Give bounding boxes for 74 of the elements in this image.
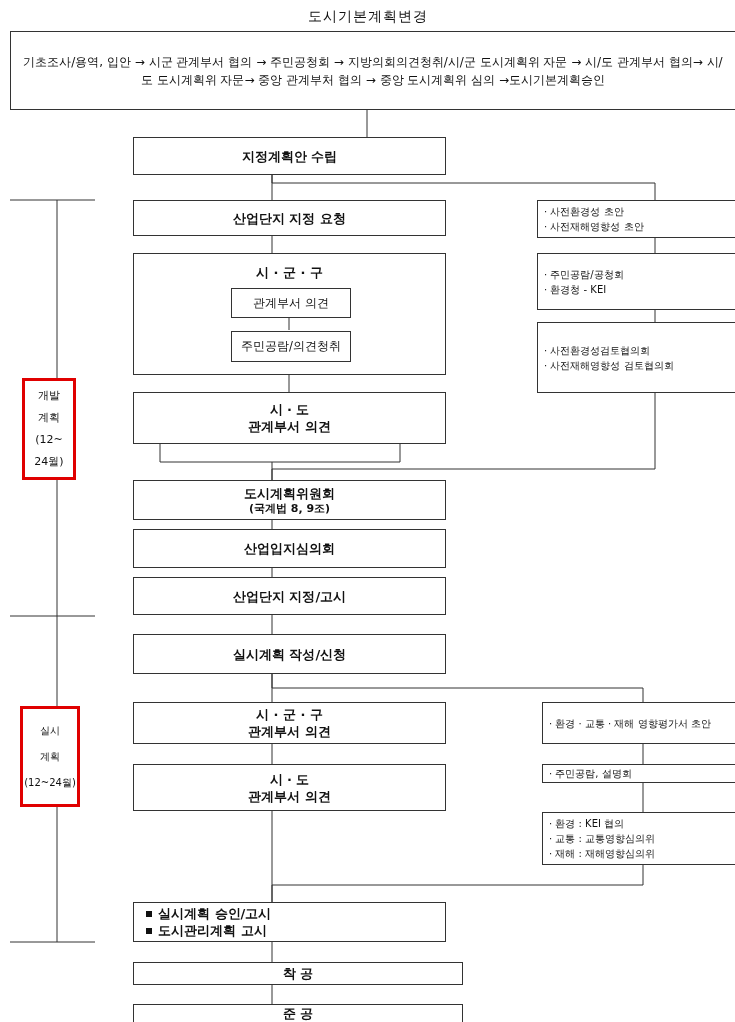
note-text: · 환경청 - KEI <box>544 282 607 297</box>
box-title: 산업입지심의회 <box>244 540 335 557</box>
box-title: 착 공 <box>282 965 314 982</box>
process-box <box>133 200 446 236</box>
connector-line <box>288 374 290 393</box>
bullet-text: 실시계획 승인/고시 <box>158 905 272 922</box>
box-title: 관계부서 의견 <box>253 294 329 312</box>
box-title: 주민공람/의견청취 <box>241 338 341 355</box>
process-box <box>10 31 735 110</box>
process-box <box>133 1004 463 1022</box>
connector-line <box>271 984 273 1005</box>
sub-process-box <box>231 288 351 318</box>
note-box <box>537 253 735 310</box>
period-box <box>22 378 76 480</box>
connector-line <box>271 614 273 635</box>
process-box <box>133 764 446 811</box>
note-text: · 환경 · 교통 · 재해 영향평가서 초안 <box>549 716 711 731</box>
connector-line <box>654 309 656 323</box>
box-title: 도시계획위원회 <box>244 485 335 502</box>
box-title: 준 공 <box>282 1006 314 1021</box>
note-box <box>542 702 735 744</box>
note-text: · 환경 : KEI 협의 <box>549 817 625 831</box>
note-text: · 주민공람, 설명회 <box>549 767 632 781</box>
box-title: 산업단지 지정 요청 <box>232 209 347 227</box>
box-title: 지정계획안 수립 <box>241 147 338 165</box>
bullet-text: 도시관리계획 고시 <box>158 922 267 939</box>
period-text: 개발 계획 (12~24월) <box>34 388 64 470</box>
connector-line <box>642 782 644 813</box>
note-text: · 사전재해영향성 초안 <box>544 220 644 234</box>
group-heading: 시 · 군 · 구 <box>255 264 324 281</box>
process-box <box>133 577 446 615</box>
connector-line <box>271 519 273 530</box>
connector-line <box>654 237 656 254</box>
box-title: 시 · 도 관계부서 의견 <box>247 770 332 805</box>
process-box <box>133 137 446 175</box>
connector-line <box>288 316 290 331</box>
box-title: 산업단지 지정/고시 <box>232 587 347 605</box>
note-box <box>537 200 735 238</box>
connector-line <box>271 673 644 703</box>
note-text: · 사전환경성 초안 <box>544 205 624 219</box>
diagram-title: 도시기본계획변경 <box>306 8 429 26</box>
note-text: · 재해 : 재해영향심의위 <box>549 847 656 861</box>
connector-line <box>271 392 656 481</box>
connector-line <box>366 109 368 138</box>
process-box <box>133 902 446 942</box>
connector-line <box>271 174 656 201</box>
connector-line <box>271 941 273 963</box>
note-text: · 사전환경성검토협의회 <box>544 343 651 358</box>
period-text: 실시 계획 (12~24월) <box>23 723 77 790</box>
connector-line <box>271 567 273 578</box>
box-title: 시 · 도 관계부서 의견 <box>247 401 332 435</box>
connector-line <box>271 864 644 903</box>
connector-line <box>642 743 644 765</box>
connector-line <box>271 743 273 765</box>
note-box <box>537 322 735 393</box>
note-text: · 주민공람/공청회 <box>544 267 624 282</box>
process-text: 기초조사/용역, 입안 → 시군 관계부서 협의 → 주민공청회 → 지방의회의견청취/시/군 도시계획위 자문 → 시/도 관계부서 협의→ 시/도 도시계획위 자문→ 중앙 관계부처 협의 → 중앙 도시계획위 심의 →도시기본계획승인 <box>23 53 723 89</box>
group-box <box>133 253 446 375</box>
box-title: 시 · 군 · 구 관계부서 의견 <box>247 706 332 740</box>
period-box <box>20 706 80 807</box>
box-subtitle: (국계법 8, 9조) <box>248 502 331 515</box>
process-box <box>133 634 446 674</box>
process-box <box>133 392 446 444</box>
box-title: 실시계획 작성/신청 <box>232 645 347 663</box>
sub-process-box <box>231 331 351 362</box>
process-box <box>133 702 446 744</box>
process-box <box>133 480 446 520</box>
note-text: · 교통 : 교통영향심의위 <box>549 832 656 846</box>
note-box <box>542 764 735 783</box>
process-box <box>133 529 446 568</box>
connector-line <box>271 235 273 254</box>
process-box <box>133 962 463 985</box>
note-text: · 사전재해영향성 검토협의회 <box>544 358 674 373</box>
note-box <box>542 812 735 865</box>
